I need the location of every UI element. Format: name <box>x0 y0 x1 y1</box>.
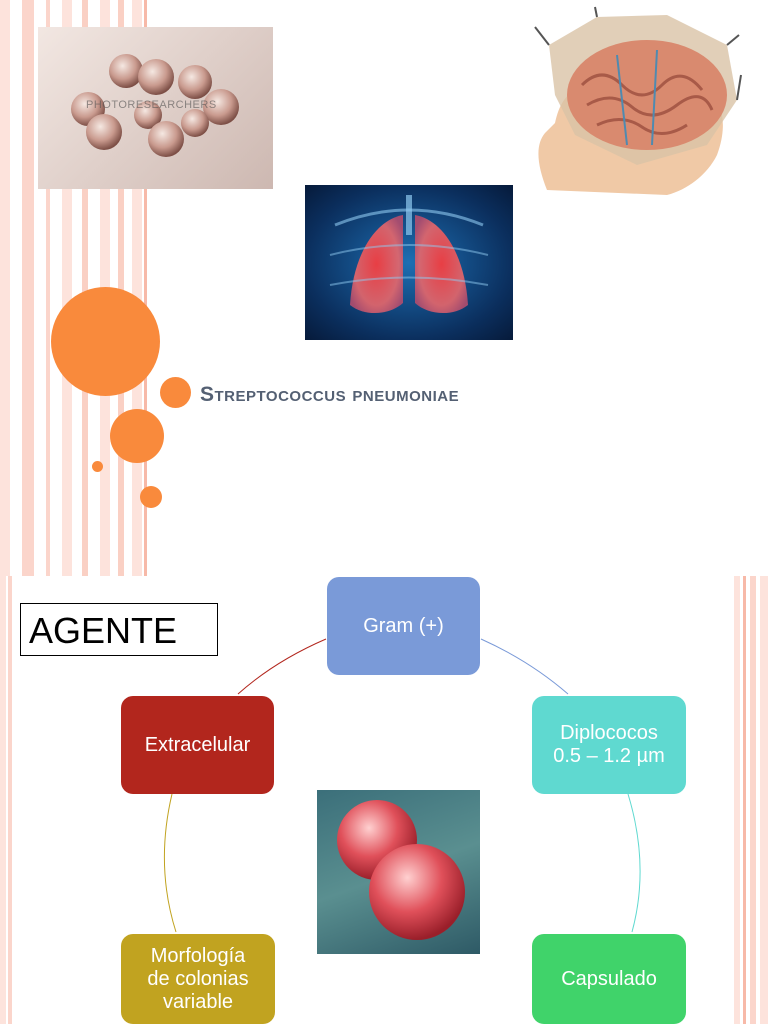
brain-meninges-illustration <box>527 5 743 200</box>
decorative-circle-medium <box>110 409 164 463</box>
node-morfologia-label: Morfología de colonias variable <box>147 944 249 1013</box>
photo-watermark: PHOTORESEARCHERS <box>86 99 217 111</box>
diplococcus-micrograph <box>317 790 480 954</box>
node-gram-label: Gram (+) <box>363 614 444 637</box>
decorative-circle-small <box>160 377 191 408</box>
node-extracelular: Extracelular <box>121 696 274 794</box>
decorative-circle-tiny <box>92 461 103 472</box>
decorative-stripes-right <box>728 576 768 1024</box>
slide-streptococcus-title: PHOTORESEARCHERS <box>0 0 743 576</box>
node-extracelular-label: Extracelular <box>144 733 251 756</box>
decorative-circle-large <box>51 287 160 396</box>
lungs-xray-image <box>305 185 513 340</box>
cycle-connector-arcs <box>163 638 641 933</box>
node-morfologia: Morfología de colonias variable <box>121 934 275 1024</box>
node-capsulado-label: Capsulado <box>561 967 657 990</box>
slide-agente-diagram: AGENTE Gram (+) Diplococos 0.5 – 1.2 µm … <box>0 576 768 1024</box>
node-diplococos: Diplococos 0.5 – 1.2 µm <box>532 696 686 794</box>
decorative-stripes-left-2 <box>0 576 14 1024</box>
node-diplococos-label: Diplococos 0.5 – 1.2 µm <box>553 722 665 767</box>
node-gram-positive: Gram (+) <box>327 577 480 675</box>
agente-label-box: AGENTE <box>20 603 218 656</box>
slide-title: Streptococcus pneumoniae <box>200 383 460 406</box>
node-capsulado: Capsulado <box>532 934 686 1024</box>
bacteria-cluster-photo: PHOTORESEARCHERS <box>38 27 273 189</box>
decorative-circle-small-2 <box>140 486 162 508</box>
